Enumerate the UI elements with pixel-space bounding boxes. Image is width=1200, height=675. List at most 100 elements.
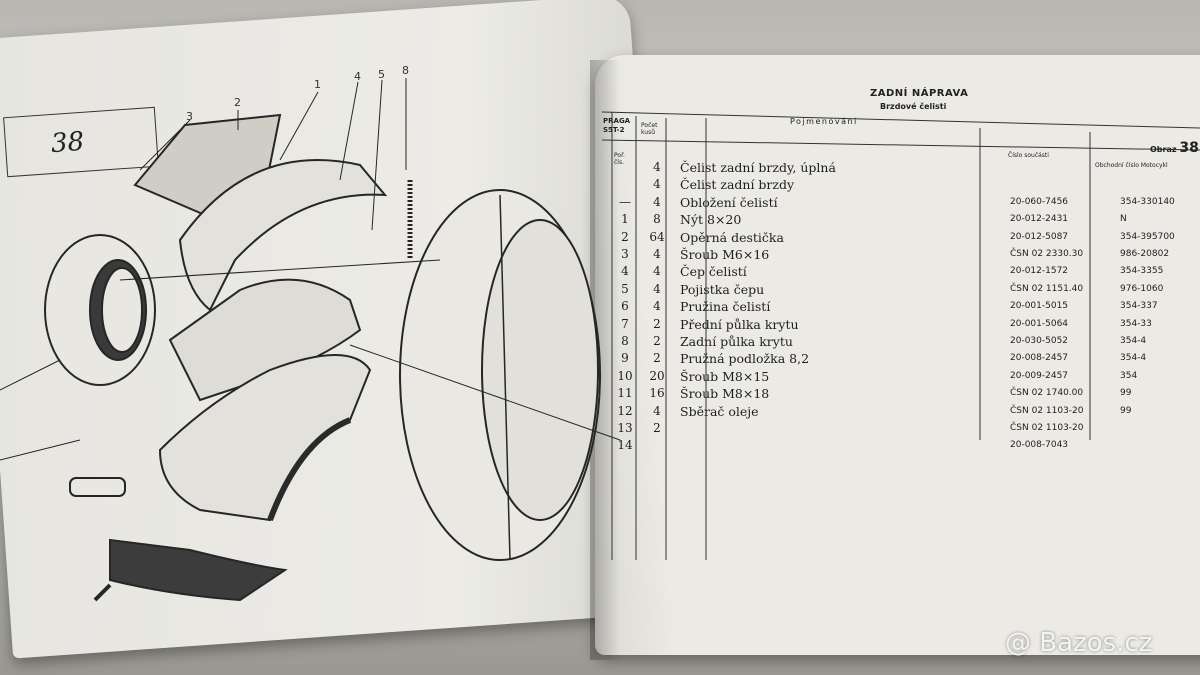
callout-3: 3 xyxy=(186,110,193,123)
quantity-cell: 64 xyxy=(649,229,665,244)
part-number-cell: ČSN 02 1103-20 xyxy=(1010,423,1084,433)
brake-shoe-lower-shape xyxy=(158,354,372,522)
trade-number-cell: 354-3355 xyxy=(1120,266,1164,277)
part-number-cell: 20-012-1572 xyxy=(1010,266,1069,277)
position-cell: 2 xyxy=(621,229,629,244)
right-page xyxy=(595,55,1200,655)
name-cell: Čep čelistí xyxy=(680,264,747,280)
quantity-cell: 8 xyxy=(653,212,661,227)
part-number-cell: 20-012-2431 xyxy=(1010,214,1069,225)
quantity-cell: 16 xyxy=(649,386,665,401)
table-row: 4 4 Čep čelistí 20-012-1572 354-3355 xyxy=(600,264,1200,279)
figure-label-text: Obraz xyxy=(1150,145,1177,154)
name-cell: Čelist zadní brzdy, úplná xyxy=(680,160,836,175)
quantity-cell: 4 xyxy=(653,281,661,296)
position-cell: 1 xyxy=(621,212,629,227)
name-cell: Sběrač oleje xyxy=(680,403,759,419)
position-cell: 3 xyxy=(621,247,629,261)
brake-shoe-upper-shape xyxy=(178,159,388,312)
callout-4: 4 xyxy=(354,70,361,83)
quantity-cell: 2 xyxy=(653,316,661,331)
callout-1: 1 xyxy=(314,78,321,91)
position-cell: 11 xyxy=(617,386,633,401)
pin-shape xyxy=(69,477,126,497)
position-cell: 10 xyxy=(617,368,633,383)
position-cell: 6 xyxy=(621,299,629,314)
part-number-cell: 20-030-5052 xyxy=(1010,336,1069,346)
quantity-cell: 2 xyxy=(653,351,661,366)
part-number-cell: 20-060-7456 xyxy=(1010,196,1069,207)
part-number-cell: 20-008-2457 xyxy=(1010,353,1069,364)
column-trade-number-header: Obchodní číslo Motocykl xyxy=(1095,162,1168,169)
quantity-cell: 4 xyxy=(653,403,661,418)
quantity-cell: 20 xyxy=(649,368,665,383)
table-row: 10 20 Šroub M8×15 20-009-2457 354 xyxy=(600,369,1200,384)
column-quantity-header: Počet kusů xyxy=(641,122,658,136)
column-part-number-header: Číslo součásti xyxy=(1008,152,1049,159)
position-cell: — xyxy=(619,194,631,209)
part-number-cell: ČSN 02 1103-20 xyxy=(1010,405,1084,416)
name-cell: Pojistka čepu xyxy=(680,281,765,297)
name-cell: Šroub M8×18 xyxy=(680,386,770,402)
trade-number-cell: 354 xyxy=(1120,370,1138,381)
part-number-cell: 20-008-7043 xyxy=(1010,440,1069,451)
name-cell: Šroub M6×16 xyxy=(680,247,770,262)
position-cell: 4 xyxy=(621,264,629,279)
position-cell: 12 xyxy=(617,403,633,418)
quantity-cell: 4 xyxy=(653,299,661,314)
section-subtitle: Brzdové čelisti xyxy=(880,102,947,111)
table-row: 13 2 ČSN 02 1103-20 xyxy=(600,421,1200,436)
position-cell: 7 xyxy=(621,316,629,331)
position-cell: 13 xyxy=(617,421,633,435)
quantity-cell: 4 xyxy=(653,264,661,279)
quantity-cell: 4 xyxy=(653,160,661,174)
trade-number-cell: 354-330140 xyxy=(1120,196,1175,207)
trade-number-cell: 354-4 xyxy=(1120,336,1147,346)
section-title: ZADNÍ NÁPRAVA xyxy=(870,88,969,99)
brake-lining-lower-shape xyxy=(109,538,288,602)
table-row: 4 Čelist zadní brzdy xyxy=(600,177,1200,192)
quantity-cell: 2 xyxy=(653,421,661,435)
quantity-cell: 4 xyxy=(653,194,661,209)
callout-2: 2 xyxy=(234,96,241,109)
table-row: 12 4 Sběrač oleje ČSN 02 1103-20 99 xyxy=(600,404,1200,419)
trade-number-cell: 354-4 xyxy=(1120,353,1147,364)
column-name-header: Pojmenování xyxy=(790,117,858,126)
table-row: — 4 Obložení čelistí 20-060-7456 354-330140 xyxy=(600,195,1200,210)
position-cell: 9 xyxy=(621,351,629,366)
part-number-cell: 20-012-5087 xyxy=(1010,231,1069,242)
position-cell: 5 xyxy=(621,281,629,296)
position-cell: 14 xyxy=(617,438,633,453)
name-cell: Obložení čelistí xyxy=(680,194,778,210)
callout-5: 5 xyxy=(378,68,385,81)
name-cell: Šroub M8×15 xyxy=(680,368,770,384)
column-position-header: Poř. čís. xyxy=(614,152,625,166)
quantity-cell: 2 xyxy=(653,334,661,348)
trade-number-cell: 976-1060 xyxy=(1120,283,1164,294)
name-cell: Přední půlka krytu xyxy=(680,316,799,332)
name-cell: Čelist zadní brzdy xyxy=(680,177,795,193)
position-cell: 8 xyxy=(621,334,629,348)
table-row: 14 20-008-7043 xyxy=(600,438,1200,453)
trade-number-cell: 354-337 xyxy=(1120,301,1158,312)
name-cell: Pružina čelistí xyxy=(680,299,771,315)
trade-number-cell: 354-395700 xyxy=(1120,231,1175,242)
part-number-cell: ČSN 02 1740.00 xyxy=(1010,388,1084,399)
part-number-cell: ČSN 02 2330.30 xyxy=(1010,249,1084,259)
name-cell: Zadní půlka krytu xyxy=(680,334,793,349)
figure-label-number: 38 xyxy=(1179,140,1199,156)
part-number-cell: 20-009-2457 xyxy=(1010,370,1069,381)
quantity-cell: 4 xyxy=(653,177,661,192)
trade-number-cell: 99 xyxy=(1120,405,1132,416)
figure-label: Obraz 38 xyxy=(1150,140,1199,156)
part-number-cell: 20-001-5064 xyxy=(1010,318,1069,329)
